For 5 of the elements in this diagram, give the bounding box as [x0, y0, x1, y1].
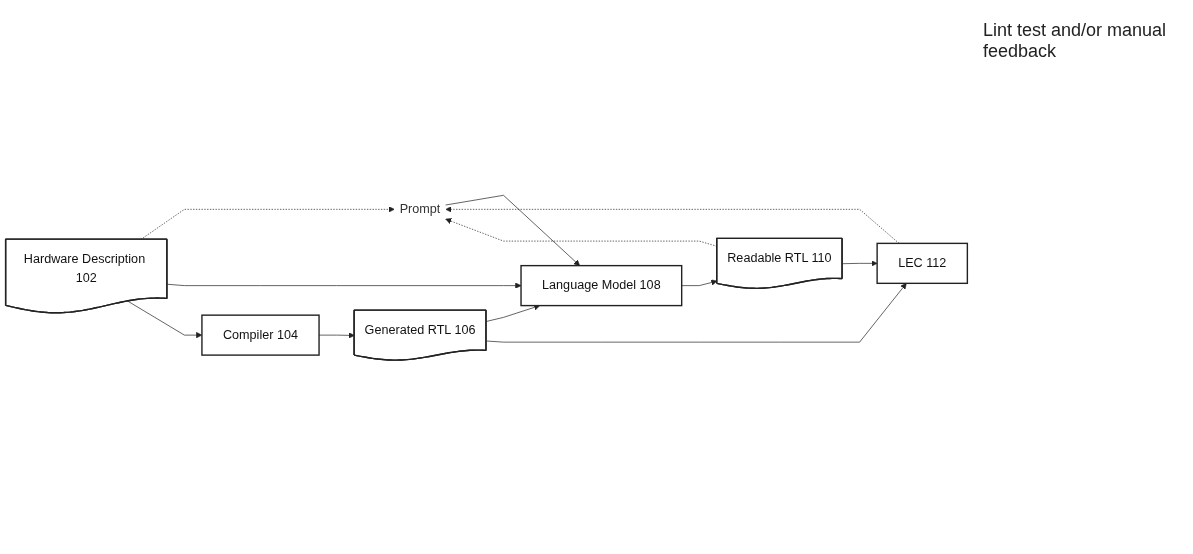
node-box: Compiler 104: [201, 314, 320, 356]
node-text: Prompt: [399, 201, 441, 216]
note-text: Lint test and/or manual feedback: [983, 20, 1168, 62]
node-box: Language Model 108: [520, 264, 683, 306]
node-box: LEC 112: [876, 242, 969, 284]
